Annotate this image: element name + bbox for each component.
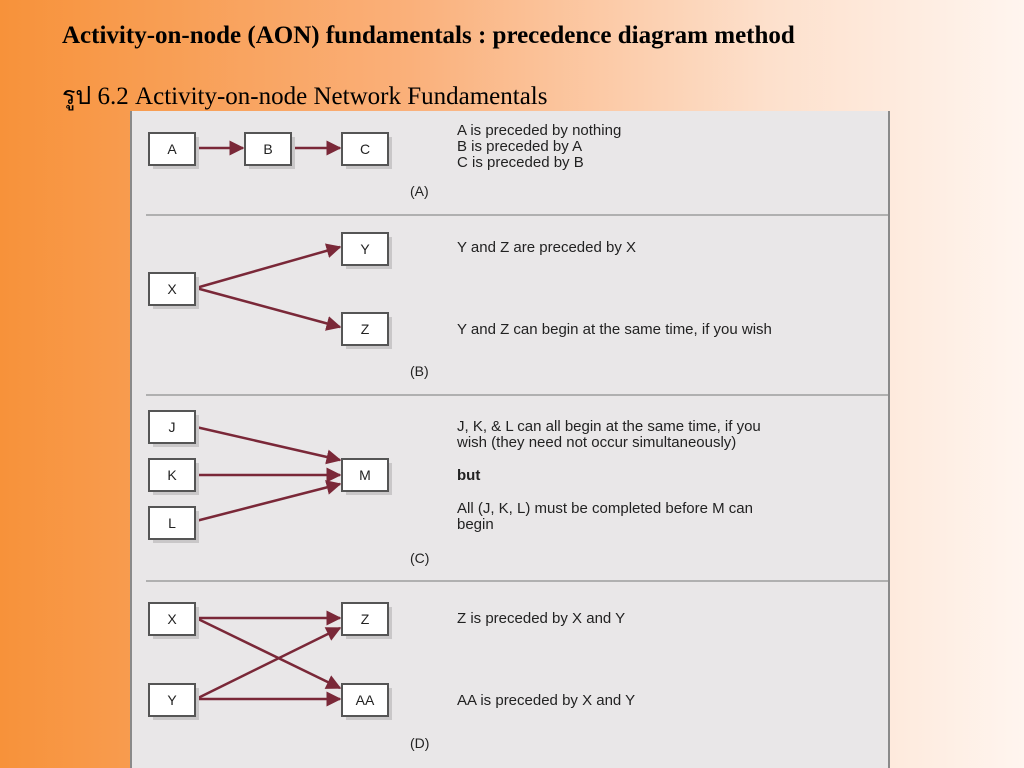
node-x: X: [148, 272, 199, 309]
section-c-line-1: J, K, & L can all begin at the same time…: [457, 418, 761, 435]
node-b-label: B: [263, 141, 272, 157]
node-a: A: [148, 132, 199, 169]
node-y-d: Y: [148, 683, 199, 720]
arrow-y-to-z: [195, 626, 342, 701]
arrow-x-to-aa: [195, 616, 342, 690]
aon-figure: A B C A is preceded by nothing B is prec…: [130, 111, 890, 768]
section-b-line-1: Y and Z are preceded by X: [457, 239, 636, 256]
node-z: Z: [341, 312, 392, 349]
section-b-caption: (B): [410, 363, 429, 379]
node-x-label: X: [167, 281, 177, 297]
node-a-label: A: [167, 141, 177, 157]
node-c: C: [341, 132, 392, 169]
section-c-line-4: begin: [457, 516, 494, 533]
node-b: B: [244, 132, 295, 169]
section-c-line-2: wish (they need not occur simultaneously…: [456, 434, 736, 451]
section-d: X Y Z AA Z is preceded by X and Y AA is …: [148, 602, 635, 751]
node-l: L: [148, 506, 199, 543]
aon-diagram: A B C A is preceded by nothing B is prec…: [146, 122, 888, 751]
section-c-caption: (C): [410, 550, 429, 566]
section-a-line-3: C is preceded by B: [457, 154, 584, 171]
node-m-label: M: [359, 467, 371, 483]
node-j: J: [148, 410, 199, 447]
node-m: M: [341, 458, 392, 495]
section-b: X Y Z Y and Z are preceded by X Y and Z …: [148, 232, 772, 379]
node-k: K: [148, 458, 199, 495]
node-z-d: Z: [341, 602, 392, 639]
node-x-d: X: [148, 602, 199, 639]
arrow-j-to-m: [195, 425, 342, 465]
node-k-label: K: [167, 467, 177, 483]
node-l-label: L: [168, 515, 176, 531]
section-c: J K L M J, K, & L can all begin at the s…: [148, 410, 761, 566]
slide-subtitle: รูป 6.2 Activity-on-node Network Fundame…: [62, 83, 548, 110]
section-a-line-1: A is preceded by nothing: [457, 122, 621, 139]
arrow-l-to-m: [195, 480, 342, 523]
node-aa-label: AA: [356, 692, 375, 708]
node-y-label: Y: [360, 241, 370, 257]
node-z-d-label: Z: [361, 611, 370, 627]
node-x-d-label: X: [167, 611, 177, 627]
node-y: Y: [341, 232, 392, 269]
section-d-caption: (D): [410, 735, 429, 751]
section-a: A B C A is preceded by nothing B is prec…: [148, 122, 621, 199]
node-c-label: C: [360, 141, 370, 157]
node-y-d-label: Y: [167, 692, 177, 708]
section-a-line-2: B is preceded by A: [457, 138, 582, 155]
section-c-line-3: All (J, K, L) must be completed before M…: [457, 500, 753, 517]
section-a-caption: (A): [410, 183, 429, 199]
section-d-line-2: AA is preceded by X and Y: [457, 692, 635, 709]
arrow-x-to-z: [195, 286, 342, 331]
section-b-line-2: Y and Z can begin at the same time, if y…: [457, 321, 772, 338]
node-z-label: Z: [361, 321, 370, 337]
node-j-label: J: [169, 419, 176, 435]
arrow-x-to-y: [195, 243, 342, 290]
slide-title: Activity-on-node (AON) fundamentals : pr…: [62, 22, 795, 49]
section-c-but: but: [457, 467, 480, 484]
section-d-line-1: Z is preceded by X and Y: [457, 610, 625, 627]
node-aa: AA: [341, 683, 392, 720]
